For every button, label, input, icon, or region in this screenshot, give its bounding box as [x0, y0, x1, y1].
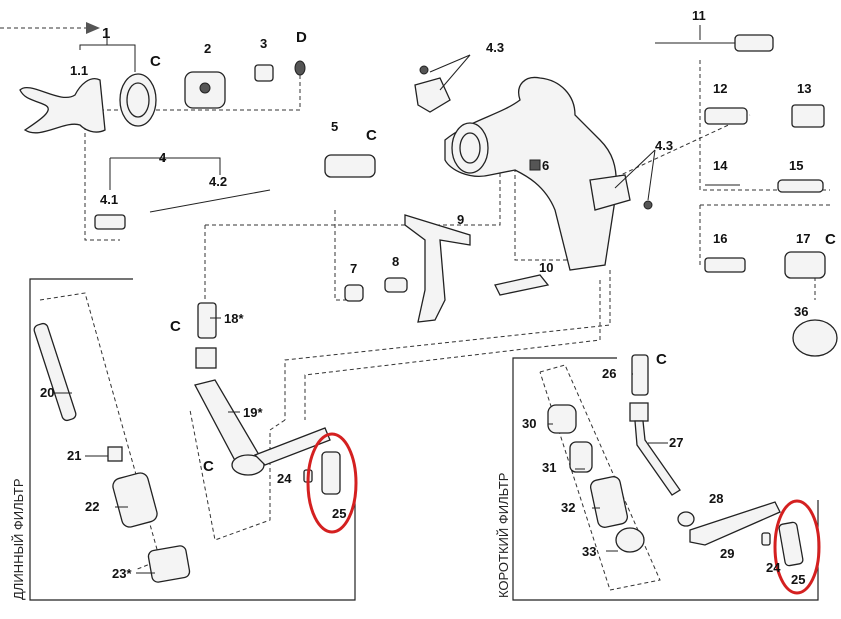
label-1: 1 — [102, 25, 110, 42]
label-22: 22 — [85, 499, 99, 514]
part-27-nut — [629, 402, 649, 422]
label-26: 26 — [602, 366, 616, 381]
label-c: C — [656, 351, 667, 368]
label-8: 8 — [392, 254, 399, 269]
label-27: 27 — [669, 435, 683, 450]
label-13: 13 — [797, 81, 811, 96]
label-c: C — [150, 53, 161, 70]
label-4-2: 4.2 — [209, 174, 227, 189]
part-29-bracket — [689, 501, 781, 546]
label-30: 30 — [522, 416, 536, 431]
part-27-tube — [634, 420, 681, 496]
label-25: 25 — [791, 572, 805, 587]
part-5-diffuser — [324, 154, 376, 178]
assembly-lines — [39, 60, 830, 591]
long-filter-section — [29, 278, 358, 601]
part-8-bushing — [384, 277, 408, 293]
part-4-3-bracket — [414, 77, 451, 113]
label-32: 32 — [561, 500, 575, 515]
label-6: 6 — [542, 158, 549, 173]
gun-body — [444, 76, 617, 271]
part-20-filter — [33, 322, 77, 422]
part-21-spring — [107, 446, 123, 462]
part-23-nut — [147, 545, 191, 583]
part-25-fitting — [778, 521, 804, 567]
part-36-knob — [792, 319, 838, 357]
part-15 — [777, 179, 824, 193]
label-12: 12 — [713, 81, 727, 96]
part-16-spring — [704, 257, 746, 273]
part-13-spring — [791, 104, 825, 128]
label-20: 20 — [40, 385, 54, 400]
short-filter-section — [512, 354, 821, 601]
label-c: C — [825, 231, 836, 248]
part-33-nut — [615, 527, 645, 553]
label-3: 3 — [260, 36, 267, 51]
label-4: 4 — [159, 150, 167, 165]
label-18: 18* — [224, 311, 244, 326]
part-31 — [569, 441, 593, 473]
label-4-3: 4.3 — [655, 138, 673, 153]
part-4-1-fitting — [94, 214, 126, 230]
highlight-ellipse-left — [306, 432, 358, 534]
label-16: 16 — [713, 231, 727, 246]
part-32 — [589, 476, 629, 528]
part-9-trigger — [404, 214, 471, 323]
flow-arrow — [0, 22, 100, 34]
label-29: 29 — [720, 546, 734, 561]
part-7-clip — [344, 284, 364, 302]
label-36: 36 — [794, 304, 808, 319]
part-25-fitting — [321, 451, 341, 495]
part-10-lever — [494, 274, 550, 296]
label-4-1: 4.1 — [100, 192, 118, 207]
label-c: C — [170, 318, 181, 335]
label-19: 19* — [243, 405, 263, 420]
label-31: 31 — [542, 460, 556, 475]
label-24: 24 — [277, 471, 292, 486]
highlight-ellipse-right — [773, 499, 821, 595]
label-10: 10 — [539, 260, 553, 275]
part-6 — [529, 159, 541, 171]
section-label-long-filter: ДЛИННЫЙ ФИЛЬТР — [11, 478, 26, 600]
label-17: 17 — [796, 231, 810, 246]
part-3-needle-seat — [254, 64, 274, 82]
part-18-fitting — [197, 302, 217, 339]
label-23: 23* — [112, 566, 132, 581]
section-label-short-filter: КОРОТКИЙ ФИЛЬТР — [496, 473, 511, 598]
bracket — [253, 427, 331, 466]
part-17-cap — [784, 251, 826, 279]
part-26-fitting — [631, 354, 649, 396]
label-2: 2 — [204, 41, 211, 56]
part-12-valve — [704, 107, 748, 125]
part-1-1-air-cap-handle — [19, 78, 106, 134]
part-4-3-plate — [589, 174, 631, 211]
part-d-gasket — [294, 60, 306, 76]
part-30 — [547, 404, 577, 434]
label-28: 28 — [709, 491, 723, 506]
label-33: 33 — [582, 544, 596, 559]
label-24: 24 — [766, 560, 781, 575]
part-28-nut — [677, 511, 695, 527]
label-11: 11 — [692, 8, 706, 23]
label-1-1: 1.1 — [70, 63, 88, 78]
label-21: 21 — [67, 448, 81, 463]
label-4-3: 4.3 — [486, 40, 504, 55]
label-c: C — [366, 127, 377, 144]
label-5: 5 — [331, 119, 338, 134]
label-7: 7 — [350, 261, 357, 276]
label-14: 14 — [713, 158, 728, 173]
part-24-pin — [761, 532, 771, 546]
part-4-2-rod — [149, 189, 271, 213]
part-22-housing — [112, 472, 158, 528]
label-c: C — [203, 458, 214, 475]
label-d: D — [296, 29, 307, 46]
leader-lines — [55, 25, 701, 574]
part-19-nut — [195, 347, 217, 369]
label-15: 15 — [789, 158, 803, 173]
label-9: 9 — [457, 212, 464, 227]
label-25: 25 — [332, 506, 346, 521]
